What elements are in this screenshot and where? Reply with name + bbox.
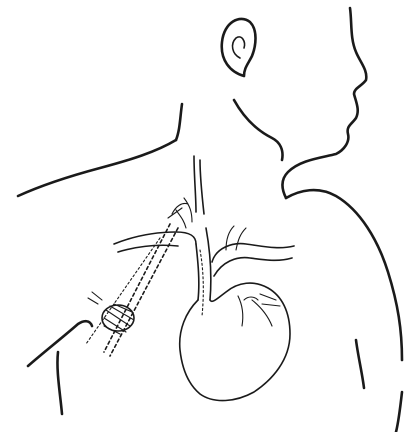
neck-line [176, 100, 283, 160]
ear [222, 19, 256, 76]
right-shoulder [286, 190, 402, 432]
aortic-arch [212, 226, 294, 276]
heart [180, 283, 290, 401]
needle-hub [88, 292, 134, 334]
left-arm-line [28, 321, 92, 414]
neck-vessels [176, 156, 204, 228]
left-shoulder [18, 140, 176, 196]
superior-vena-cava [196, 228, 211, 316]
right-axilla-line [356, 340, 364, 388]
subclavian-vessels [114, 232, 196, 252]
catheter-introducer [86, 203, 188, 356]
head-profile [283, 8, 367, 198]
